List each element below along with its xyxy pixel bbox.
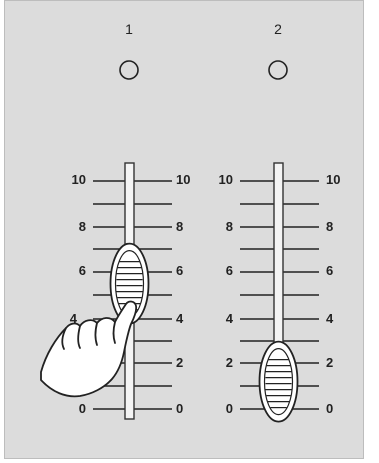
fader-2-knob[interactable] [260, 342, 298, 422]
pointing-hand-icon [41, 302, 136, 397]
indicator-led-2-icon [269, 61, 287, 79]
indicator-led-1-icon [120, 61, 138, 79]
